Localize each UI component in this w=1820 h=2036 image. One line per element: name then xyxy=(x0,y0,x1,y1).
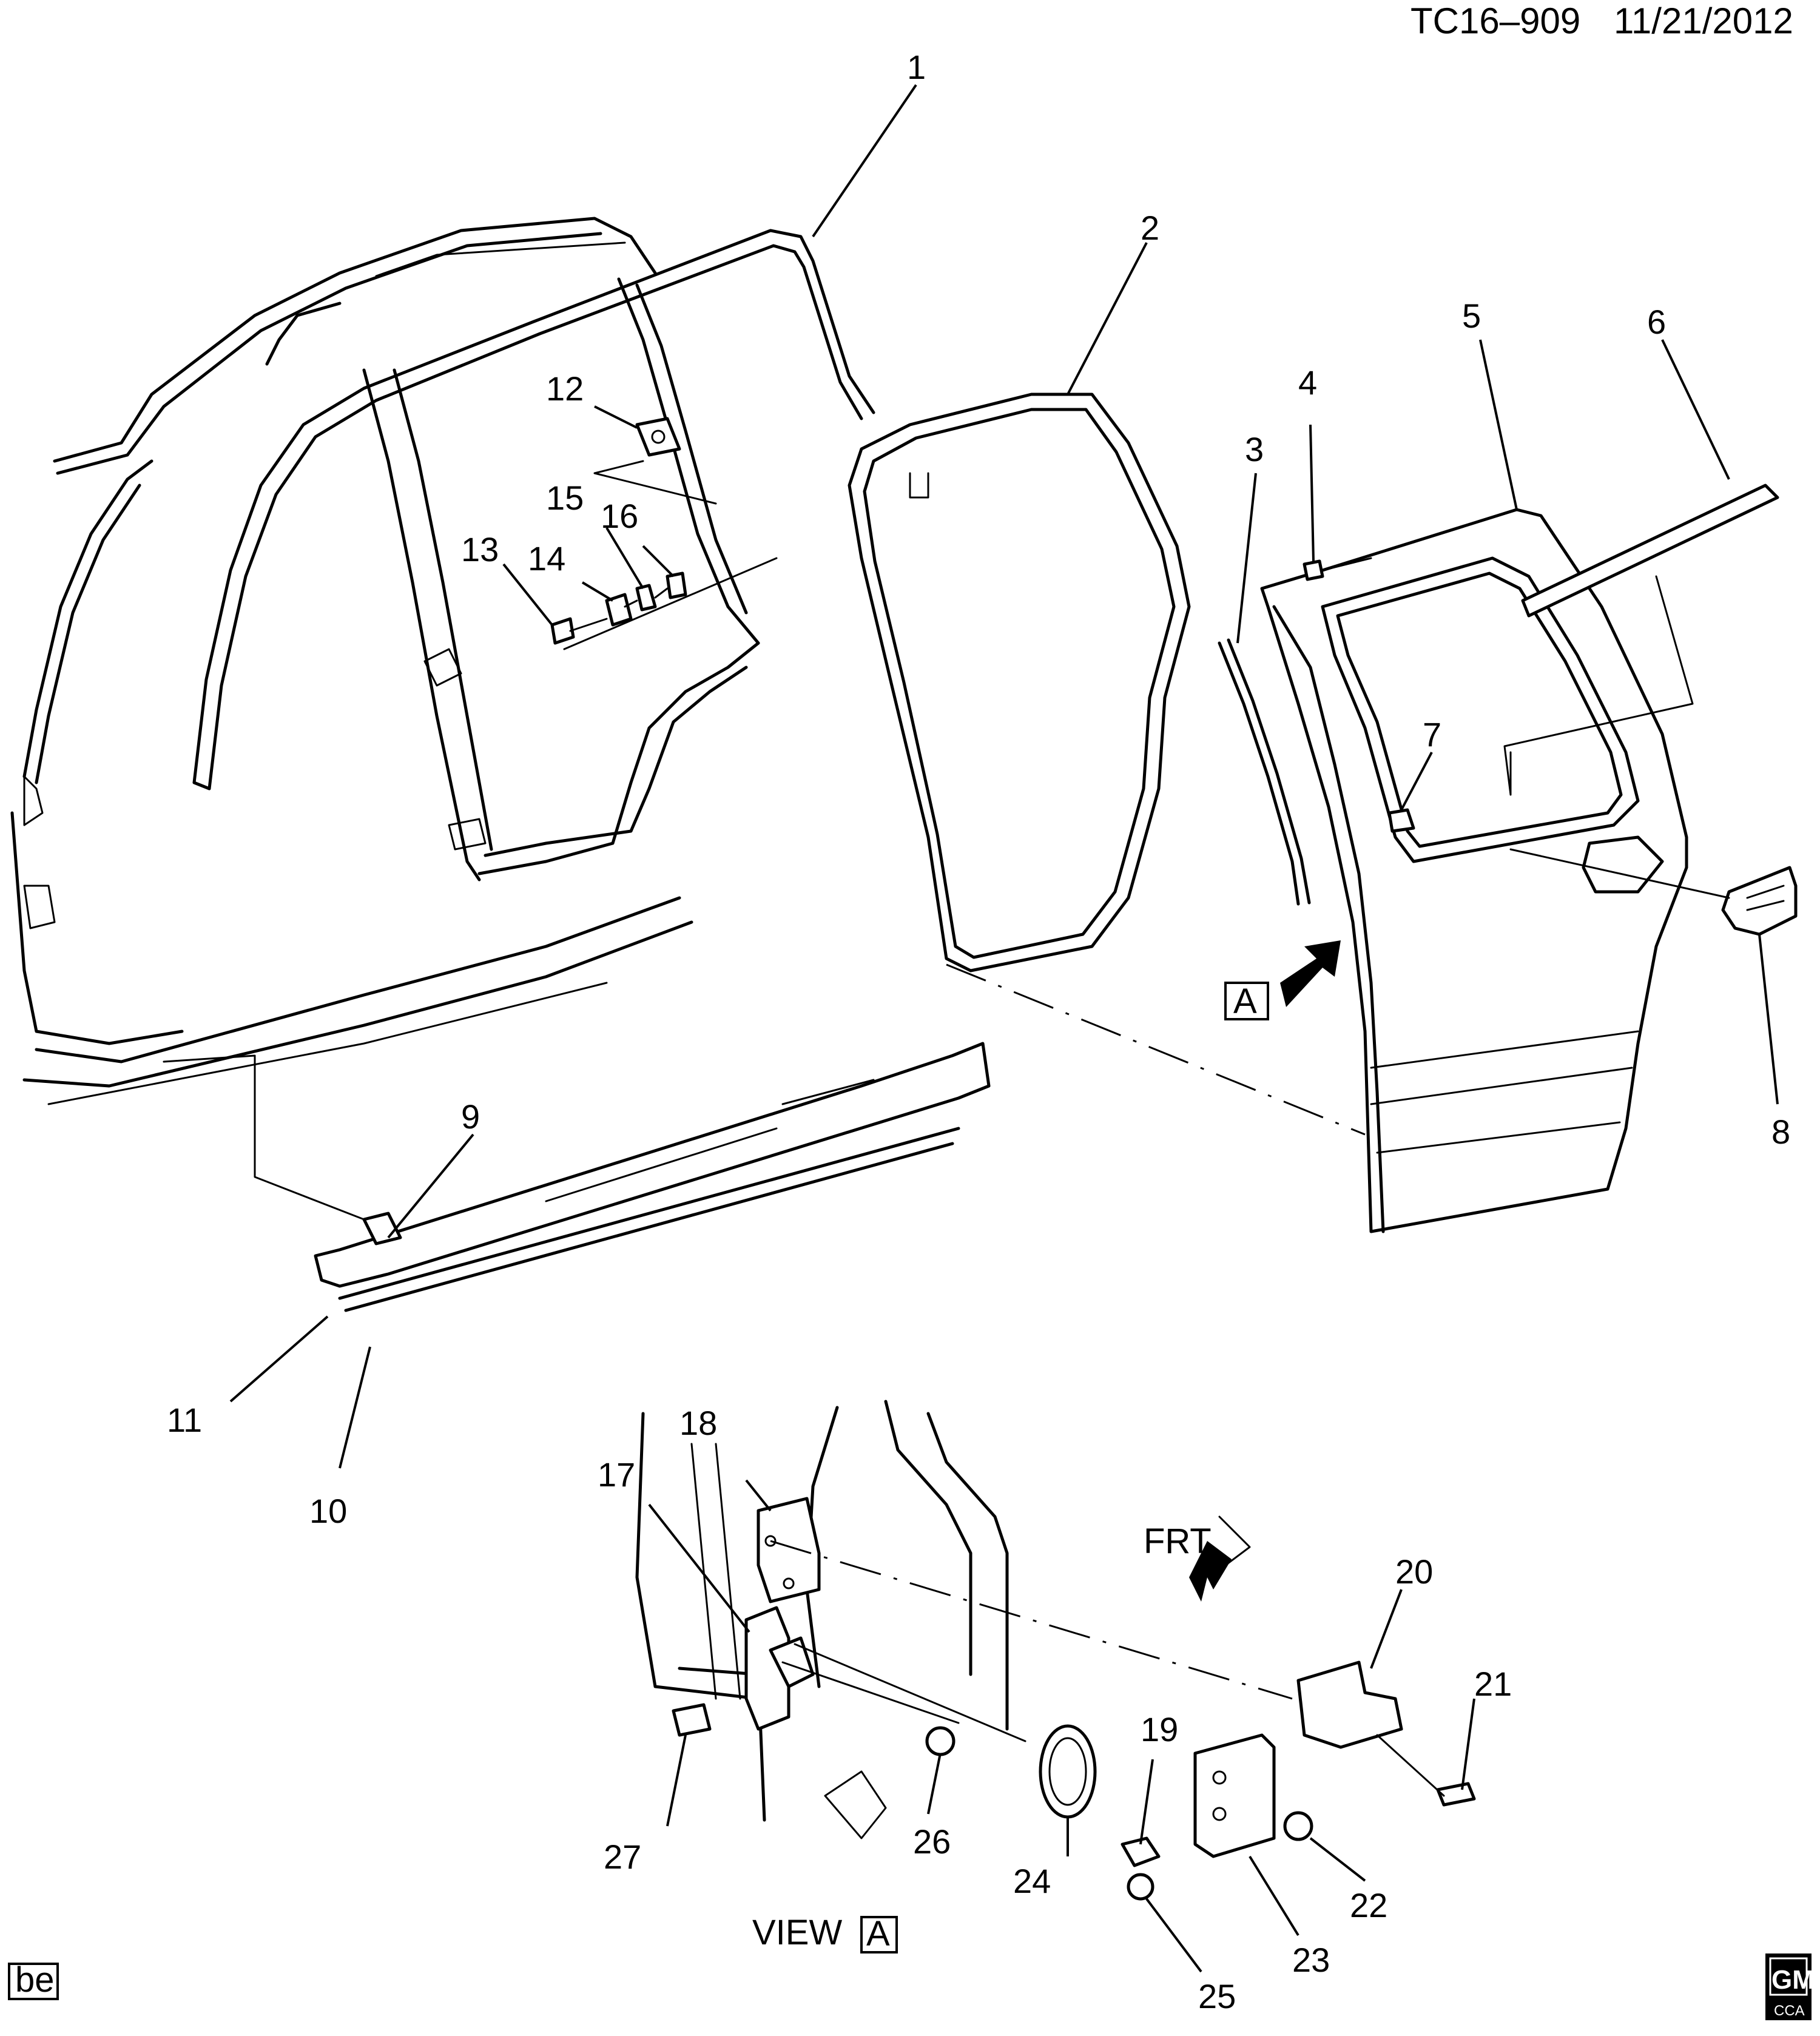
drawing-date: 11/21/2012 xyxy=(1614,1,1793,41)
callout-6: 6 xyxy=(1647,303,1666,341)
callout-26: 26 xyxy=(913,1822,951,1861)
callout-15: 15 xyxy=(546,479,584,517)
callout-leaders xyxy=(229,84,1779,1973)
callout-25: 25 xyxy=(1198,1977,1236,2015)
items-9-11-rocker xyxy=(163,1042,991,1312)
frt-label: FRT xyxy=(1144,1522,1212,1561)
callout-19: 19 xyxy=(1141,1710,1178,1748)
striker-hardware xyxy=(550,417,778,650)
gm-logo: GM CCA xyxy=(1765,1953,1815,2020)
item-4-clip xyxy=(1303,559,1324,581)
callout-7: 7 xyxy=(1423,715,1441,753)
callout-2: 2 xyxy=(1141,209,1159,247)
callout-13: 13 xyxy=(461,530,499,568)
item-2-door-weatherstrip xyxy=(848,393,1191,972)
svg-text:CCA: CCA xyxy=(1774,2003,1805,2019)
callout-8: 8 xyxy=(1771,1113,1790,1151)
callout-5: 5 xyxy=(1462,297,1481,335)
header: TC16–909 11/21/2012 xyxy=(1410,1,1793,41)
callout-4: 4 xyxy=(1298,363,1317,402)
callout-22: 22 xyxy=(1350,1886,1387,1924)
view-a-detail: FRT VIEW A xyxy=(635,1400,1476,1953)
front-direction-arrow: FRT xyxy=(1144,1515,1251,1602)
callout-3: 3 xyxy=(1245,430,1264,468)
callout-18: 18 xyxy=(679,1404,717,1442)
callout-27: 27 xyxy=(604,1838,641,1876)
item-6-belt-molding xyxy=(1503,484,1779,796)
item-8-outside-handle xyxy=(1509,848,1798,936)
callout-9: 9 xyxy=(461,1097,480,1136)
callout-21: 21 xyxy=(1474,1665,1512,1703)
callout-numbers: 1 2 3 4 5 6 7 8 9 10 11 12 13 14 15 16 1… xyxy=(167,48,1790,2015)
view-a-arrow: A xyxy=(1224,940,1341,1021)
view-a-arrow-label: A xyxy=(1233,982,1257,1021)
callout-10: 10 xyxy=(309,1492,347,1530)
body-side-frame xyxy=(10,217,760,1105)
callout-23: 23 xyxy=(1292,1941,1330,1979)
callout-24: 24 xyxy=(1013,1862,1051,1900)
callout-12: 12 xyxy=(546,369,584,408)
drawing-code: TC16–909 xyxy=(1410,1,1580,41)
callout-14: 14 xyxy=(528,539,565,578)
item-3-edge-strip xyxy=(1218,638,1311,906)
callout-11: 11 xyxy=(167,1401,202,1439)
item-7-bumper xyxy=(1387,808,1415,833)
callout-16: 16 xyxy=(601,497,638,535)
svg-text:be: be xyxy=(15,1960,55,2000)
corner-tag: be xyxy=(8,1960,59,2000)
svg-text:GM: GM xyxy=(1771,1965,1815,1995)
item-1-door-opening-weatherstrip xyxy=(192,229,875,790)
callout-20: 20 xyxy=(1395,1552,1433,1591)
leader-door-to-frame xyxy=(946,963,1366,1136)
callout-17: 17 xyxy=(598,1455,635,1494)
item-5-rear-door xyxy=(1260,508,1688,1233)
view-label-ref: A xyxy=(866,1914,890,1953)
view-label: VIEW xyxy=(752,1913,842,1952)
callout-1: 1 xyxy=(907,48,926,86)
